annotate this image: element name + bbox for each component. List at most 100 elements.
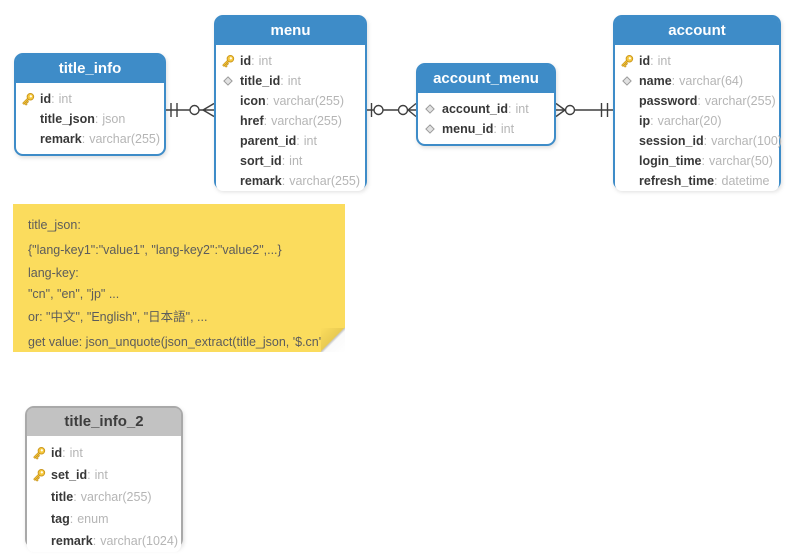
column-type: varchar(64): [679, 74, 744, 88]
colon-separator: :: [87, 468, 91, 482]
column-type: int: [258, 54, 272, 68]
column-name: parent_id: [240, 134, 297, 148]
column-type: varchar(20): [657, 114, 722, 128]
table-header[interactable]: account: [615, 17, 779, 45]
column-type: varchar(50): [709, 154, 773, 168]
column-row[interactable]: session_id:varchar(100): [615, 131, 782, 151]
column-row[interactable]: tag:enum: [27, 508, 181, 530]
column-row[interactable]: title:varchar(255): [27, 486, 181, 508]
colon-separator: :: [73, 490, 77, 504]
table-header[interactable]: title_info_2: [27, 408, 181, 436]
table-body: account_id:int menu_id:int: [418, 93, 554, 139]
table-header[interactable]: account_menu: [418, 65, 554, 93]
column-name: sort_id: [240, 154, 282, 168]
table-title: title_info_2: [64, 413, 144, 430]
column-row[interactable]: id:int: [615, 51, 779, 71]
primary-key-icon: [27, 445, 51, 461]
column-row[interactable]: title_json:json: [16, 109, 164, 129]
primary-key-icon: [615, 53, 639, 69]
colon-separator: :: [281, 174, 286, 188]
entity-table-account[interactable]: account id:int name:varchar(64) password…: [613, 15, 782, 191]
column-type: int: [657, 54, 671, 68]
foreign-key-diamond-icon: [216, 76, 240, 86]
column-name: remark: [51, 534, 93, 548]
table-body: id:int set_id:int title:varchar(255) tag…: [27, 436, 181, 552]
column-row[interactable]: refresh_time:datetime: [615, 171, 779, 191]
column-row[interactable]: menu_id:int: [418, 119, 554, 139]
column-row[interactable]: remark:varchar(255): [216, 171, 365, 191]
colon-separator: :: [94, 112, 99, 126]
column-name: refresh_time: [639, 174, 715, 188]
column-row[interactable]: ip:varchar(20): [615, 111, 779, 131]
column-name: title_id: [240, 74, 281, 88]
colon-separator: :: [671, 74, 676, 88]
colon-separator: :: [92, 534, 97, 548]
column-row[interactable]: parent_id:int: [216, 131, 365, 151]
column-type: enum: [77, 512, 109, 526]
column-name: id: [51, 446, 63, 460]
column-row[interactable]: id:int: [27, 442, 181, 464]
colon-separator: :: [265, 94, 270, 108]
table-body: id:int title_json:json remark:varchar(25…: [16, 83, 164, 149]
colon-separator: :: [251, 54, 255, 68]
note-fold-corner: [321, 328, 345, 352]
column-name: menu_id: [442, 122, 494, 136]
colon-separator: :: [280, 74, 284, 88]
column-type: int: [500, 122, 515, 136]
column-row[interactable]: set_id:int: [27, 464, 181, 486]
column-type: json: [102, 112, 126, 126]
column-name: ip: [639, 114, 651, 128]
column-name: id: [639, 54, 651, 68]
relationship-connector-title_info-menu[interactable]: [166, 98, 214, 122]
column-type: varchar(255): [89, 132, 161, 146]
column-name: login_time: [639, 154, 702, 168]
foreign-key-diamond-icon: [418, 124, 442, 134]
column-row[interactable]: title_id:int: [216, 71, 365, 91]
entity-table-account_menu[interactable]: account_menu account_id:int menu_id:int: [416, 63, 556, 146]
colon-separator: :: [508, 102, 512, 116]
column-type: int: [289, 154, 303, 168]
sticky-note[interactable]: title_json: {"lang-key1":"value1", "lang…: [13, 204, 345, 352]
column-row[interactable]: password:varchar(255): [615, 91, 779, 111]
table-header[interactable]: menu: [216, 17, 365, 45]
column-row[interactable]: sort_id:int: [216, 151, 365, 171]
note-text-line: or: "中文", "English", "日本語", ...: [28, 310, 208, 324]
primary-key-icon: [216, 53, 240, 69]
column-row[interactable]: login_time: varchar(50): [615, 151, 779, 171]
note-text-line: lang-key:: [28, 266, 79, 280]
colon-separator: :: [263, 114, 268, 128]
column-type: varchar(1024): [100, 534, 179, 548]
colon-separator: :: [697, 94, 701, 108]
column-name: set_id: [51, 468, 88, 482]
table-header[interactable]: title_info: [16, 55, 164, 83]
table-title: account: [668, 22, 726, 39]
column-row[interactable]: id:int: [216, 51, 365, 71]
colon-separator: :: [650, 114, 654, 128]
note-text-line: {"lang-key1":"value1", "lang-key2":"valu…: [28, 243, 282, 257]
colon-separator: :: [62, 446, 66, 460]
note-text-line: get value: json_unquote(json_extract(tit…: [28, 335, 326, 349]
entity-table-menu[interactable]: menu id:int title_id:int icon:varchar(25…: [214, 15, 367, 191]
relationship-connector-account_menu-account[interactable]: [556, 98, 613, 122]
column-name: tag: [51, 512, 70, 526]
column-row[interactable]: href:varchar(255): [216, 111, 365, 131]
table-title: account_menu: [433, 70, 539, 87]
column-row[interactable]: remark:varchar(1024): [27, 530, 181, 552]
entity-table-title_info_2[interactable]: title_info_2 id:int set_id:int title:var…: [25, 406, 183, 552]
column-type: varchar(255): [289, 174, 361, 188]
column-row[interactable]: account_id:int: [418, 99, 554, 119]
entity-table-title_info[interactable]: title_info id:int title_json:json remark…: [14, 53, 166, 156]
table-title: menu: [270, 22, 311, 39]
column-row[interactable]: name:varchar(64): [615, 71, 779, 91]
colon-separator: :: [701, 154, 705, 168]
column-type: datetime: [721, 174, 770, 188]
column-row[interactable]: remark:varchar(255): [16, 129, 164, 149]
column-name: account_id: [442, 102, 508, 116]
column-row[interactable]: icon:varchar(255): [216, 91, 365, 111]
column-name: remark: [40, 132, 82, 146]
colon-separator: :: [296, 134, 300, 148]
relationship-connector-menu-account_menu[interactable]: [367, 98, 416, 122]
column-type: int: [515, 102, 529, 116]
column-row[interactable]: id:int: [16, 89, 164, 109]
